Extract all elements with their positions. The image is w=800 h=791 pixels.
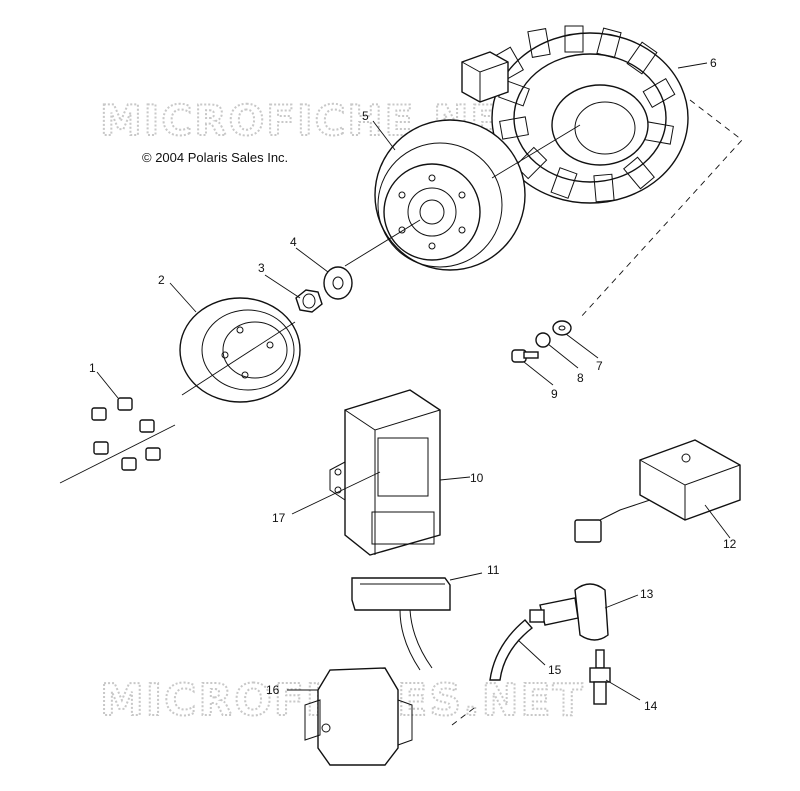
callout-6: 6: [710, 56, 717, 70]
callout-16: 16: [266, 683, 280, 697]
callout-2: 2: [158, 273, 165, 287]
cdi-module-part: [329, 389, 441, 556]
stator-part: [461, 25, 689, 204]
callout-1: 1: [89, 361, 96, 375]
flywheel-part: [374, 119, 526, 271]
washer-small-part: [552, 320, 572, 336]
screw-part: [511, 349, 539, 363]
copyright-text: © 2004 Polaris Sales Inc.: [142, 150, 289, 165]
callout-12: 12: [723, 537, 737, 551]
callout-numbers: 6 5 4 3 2 1 7 8 9 10 17 11 12 13 15 14 1…: [89, 56, 737, 713]
ht-wire-part: [489, 619, 534, 681]
bolts-part: [91, 397, 161, 471]
callout-9: 9: [551, 387, 558, 401]
starter-cup-part: [179, 297, 301, 403]
washer-part: [323, 266, 353, 300]
callout-4: 4: [290, 235, 297, 249]
callout-13: 13: [640, 587, 654, 601]
callout-17: 17: [272, 511, 286, 525]
callout-10: 10: [470, 471, 484, 485]
regulator-part: [574, 439, 741, 543]
callout-15: 15: [548, 663, 562, 677]
callout-8: 8: [577, 371, 584, 385]
callout-14: 14: [644, 699, 658, 713]
ignition-coil-part: [304, 667, 413, 766]
callout-11: 11: [487, 563, 500, 577]
lock-washer-part: [535, 332, 551, 348]
leader-lines: [59, 62, 743, 726]
spark-plug-part: [589, 649, 611, 705]
plug-cap-part: [529, 583, 609, 641]
callout-3: 3: [258, 261, 265, 275]
connector-part: [351, 577, 451, 671]
nut-part: [295, 289, 323, 313]
callout-5: 5: [362, 109, 369, 123]
callout-7: 7: [596, 359, 603, 373]
